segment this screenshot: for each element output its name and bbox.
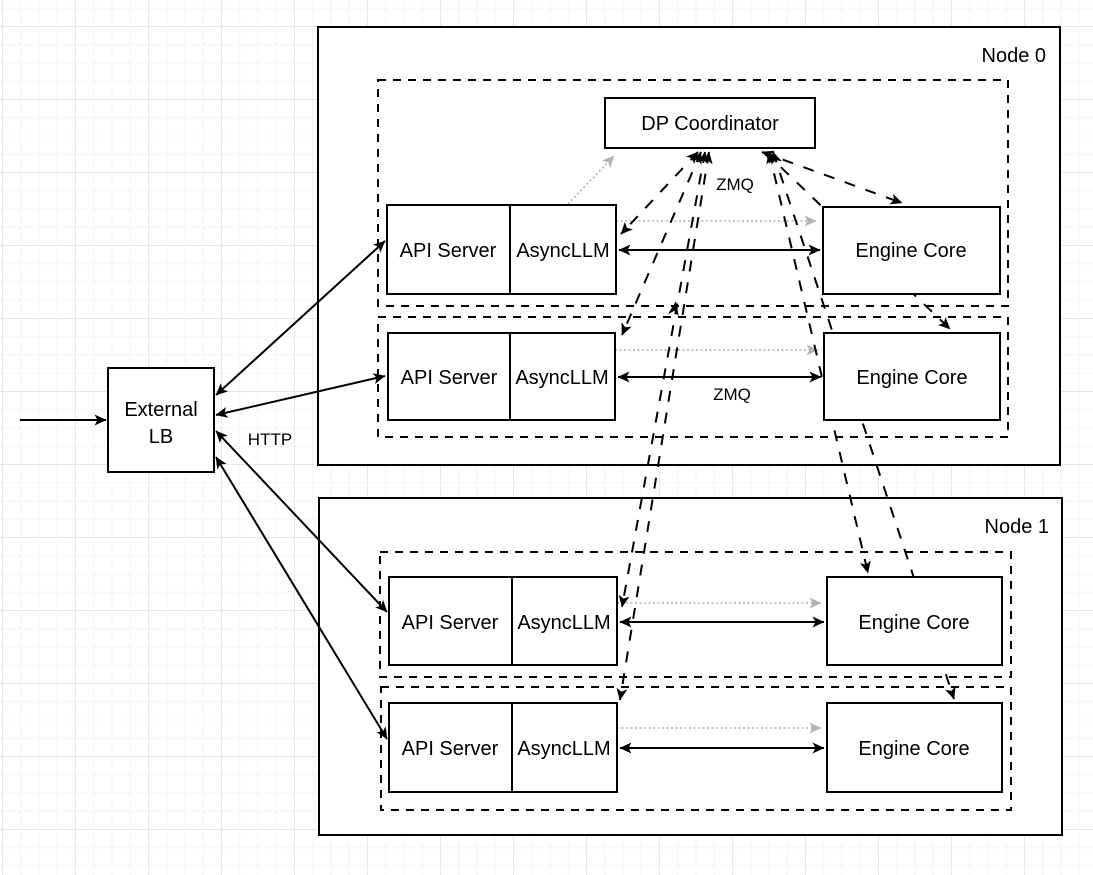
api-server-label-3: API Server (402, 612, 499, 634)
external-lb-label-line2: LB (149, 426, 173, 448)
api-server-label-1: API Server (400, 240, 497, 262)
engine-core-box-2: Engine Core (823, 332, 1001, 421)
http-link-lb-api2 (215, 373, 386, 418)
engine-core-label-3: Engine Core (858, 612, 969, 634)
asyncllm-label-4: AsyncLLM (517, 738, 610, 760)
engine-core-box-3: Engine Core (826, 576, 1003, 666)
zmq-engine-label: ZMQ (713, 385, 751, 404)
engine-core-box-1: Engine Core (822, 206, 1001, 295)
api-server-label-4: API Server (402, 738, 499, 760)
external-lb-box: External LB (107, 367, 215, 473)
http-link-lb-api4 (215, 456, 388, 740)
mid-path-arrowhead (667, 301, 679, 317)
engine-core-label-1: Engine Core (855, 240, 966, 262)
api-asyncllm-box-3: API Server AsyncLLM (388, 576, 618, 666)
asyncllm-label-1: AsyncLLM (516, 240, 609, 262)
dp-coordinator-box: DP Coordinator (604, 97, 816, 149)
engine-core-label-4: Engine Core (858, 738, 969, 760)
asyncllm-label-3: AsyncLLM (517, 612, 610, 634)
api-asyncllm-box-4: API Server AsyncLLM (388, 702, 618, 793)
api-asyncllm-box-1: API Server AsyncLLM (386, 204, 617, 295)
api-server-label-2: API Server (401, 367, 498, 389)
zmq-link-coordinator-engine4 (771, 151, 956, 700)
gray-link-asyncllm1-coordinator (567, 155, 615, 205)
asyncllm-label-2: AsyncLLM (515, 367, 608, 389)
http-link-lb-api1 (215, 240, 386, 396)
node1-label: Node 1 (985, 516, 1050, 538)
external-lb-label-line1: External (124, 399, 197, 421)
dp-coordinator-label: DP Coordinator (641, 113, 779, 135)
http-label: HTTP (248, 430, 292, 449)
api-asyncllm-box-2: API Server AsyncLLM (387, 332, 616, 421)
zmq-link-coordinator-asyncllm4 (616, 151, 713, 701)
engine-core-box-4: Engine Core (826, 702, 1003, 793)
engine-core-label-2: Engine Core (856, 367, 967, 389)
zmq-coordinator-label: ZMQ (716, 175, 754, 194)
node0-label: Node 0 (982, 45, 1047, 67)
